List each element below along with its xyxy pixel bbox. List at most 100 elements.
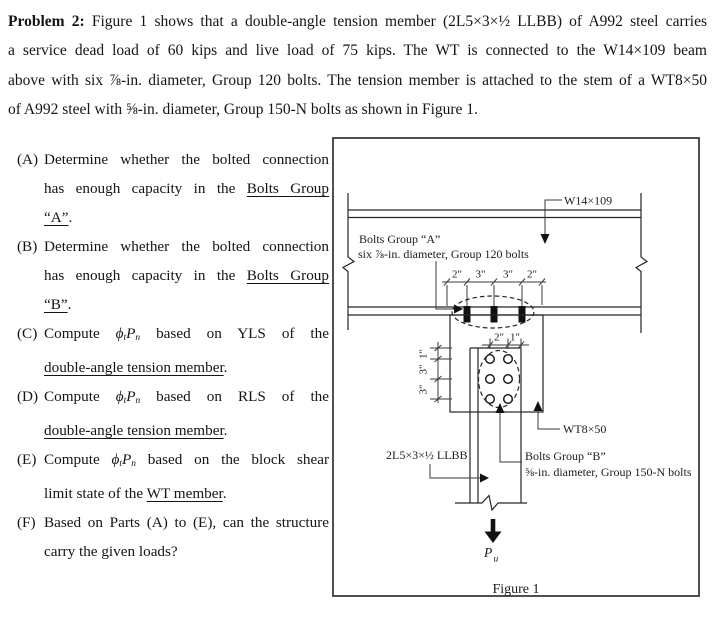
wt-leader-arrow [533, 401, 543, 411]
text-segment: . [222, 485, 227, 503]
text-segment: above with six ⅞-in. diameter, Group 120… [8, 71, 707, 89]
bolt-groupB [484, 373, 495, 384]
text-segment: Determine whether the bolted connection [44, 238, 329, 255]
dim-label: 3" [418, 385, 430, 395]
text-segment: t [119, 459, 122, 470]
bolts-groupB [477, 349, 521, 409]
question-item-a: (A) Determine whether the bolted connect… [7, 145, 329, 232]
bolt-groupB [502, 353, 513, 364]
question-item-f: (F) Based on Parts (A) to (E), can the s… [7, 508, 329, 566]
text-segment: carry the given loads? [44, 543, 178, 561]
dim-tick [490, 278, 498, 286]
text-segment: Compute [44, 451, 112, 469]
text-line: carry the given loads? [44, 537, 329, 566]
groupB-leader-arrow [495, 403, 505, 413]
groupA-leader-line [435, 261, 455, 310]
text-line: has enough capacity in the Bolts Group [44, 261, 329, 290]
beam-callout: W14×109 [540, 194, 612, 244]
bolt-groupB [502, 373, 513, 384]
text-segment: “B” [44, 296, 68, 313]
groupA-title: Bolts Group “A” [359, 232, 440, 246]
groupA-desc: six ⅞-in. diameter, Group 120 bolts [358, 247, 529, 261]
text-line: Compute ϕtPn based on RLS of the [44, 382, 329, 416]
beam-label: W14×109 [564, 194, 612, 208]
bolt-groupA [463, 306, 471, 323]
dim-tick [518, 278, 526, 286]
bolt-groupB [502, 394, 513, 405]
item-marker-b: (B) [17, 238, 38, 255]
question-item-b: (B) Determine whether the bolted connect… [7, 232, 329, 319]
text-segment: P [126, 325, 136, 342]
bolts-groupB-callout: Bolts Group “B” ⅝-in. diameter, Group 15… [495, 403, 692, 479]
text-segment: Compute [44, 388, 116, 406]
beam-right-cut-line [634, 193, 649, 333]
bolt-groupA [490, 306, 498, 323]
figure-border [332, 137, 700, 597]
groupA-highlight-ellipse [451, 295, 535, 329]
dim-tick [443, 278, 451, 286]
load-arrow-shaft [490, 519, 496, 532]
dim-label: 2" [494, 332, 504, 344]
text-line: Compute ϕtPn based on YLS of the [44, 319, 329, 353]
dim-label: 3" [418, 365, 430, 375]
figure-1: W14×109 Bolts Group “A” six ⅞-in. diamet… [332, 137, 700, 597]
text-segment: Bolts Group [246, 267, 329, 284]
groupB-title: Bolts Group “B” [525, 449, 606, 463]
item-text-c: Compute ϕtPn based on YLS of the double-a… [44, 319, 329, 382]
item-text-b: Determine whether the bolted connection h… [44, 232, 329, 319]
dim-tick [463, 278, 471, 286]
text-segment: double-angle tension member [44, 359, 224, 377]
text-line: has enough capacity in the Bolts Group [44, 174, 329, 203]
dim-tick [538, 278, 546, 286]
text-segment: based on YLS of the [140, 325, 329, 342]
text-line: Determine whether the bolted connection [44, 145, 329, 174]
text-segment: t [123, 333, 127, 344]
text-segment: based on RLS of the [140, 388, 329, 406]
dim-label: 2" [527, 269, 537, 281]
text-line: Problem 2: Figure 1 shows that a double-… [8, 7, 707, 36]
text-segment: t [123, 396, 127, 407]
text-line: Determine whether the bolted connection [44, 232, 329, 261]
dim-label: 1" [418, 349, 430, 359]
text-segment: Based on Parts (A) to (E), can the struc… [44, 514, 329, 532]
text-line: limit state of the WT member. [44, 479, 329, 508]
text-segment: has enough capacity in the [44, 180, 247, 197]
text-line: Compute ϕtPn based on the block shear [44, 445, 329, 479]
question-list: (A) Determine whether the bolted connect… [7, 145, 329, 566]
text-segment: a service dead load of 60 kips and live … [8, 42, 707, 60]
text-segment: has enough capacity in the [44, 267, 247, 284]
angle-leader-line [429, 464, 481, 479]
member-break-line [455, 494, 527, 512]
item-text-f: Based on Parts (A) to (E), can the struc… [44, 508, 329, 566]
angle-member-callout: 2L5×3×½ LLBB [386, 448, 489, 483]
text-line: above with six ⅞-in. diameter, Group 120… [8, 66, 707, 95]
text-segment: n [135, 396, 141, 407]
beam-left-cut-line [341, 193, 356, 330]
question-item-e: (E) Compute ϕtPn based on the block shea… [7, 445, 329, 508]
text-segment: . [223, 422, 228, 440]
groupB-desc: ⅝-in. diameter, Group 150-N bolts [525, 465, 692, 479]
problem-statement: Problem 2: Figure 1 shows that a double-… [8, 7, 707, 125]
text-segment: “A” [44, 209, 69, 226]
text-line: Based on Parts (A) to (E), can the struc… [44, 508, 329, 537]
load-arrow-head [484, 531, 502, 543]
beam-leader-line [544, 199, 562, 236]
wt-callout: WT8×50 [533, 401, 606, 436]
text-segment: n [131, 459, 136, 470]
text-segment: WT member [146, 485, 223, 503]
dim-label: 2" [452, 269, 462, 281]
text-segment: . [68, 209, 73, 226]
text-line: of A992 steel with ⅝-in. diameter, Group… [8, 95, 707, 124]
figure-1-drawing: W14×109 Bolts Group “A” six ⅞-in. diamet… [332, 137, 700, 597]
dim-label: 3" [476, 269, 486, 281]
bolts-groupA [451, 295, 535, 329]
item-marker-d: (D) [17, 388, 39, 406]
text-line: a service dead load of 60 kips and live … [8, 36, 707, 65]
dim-label: 1" [510, 332, 520, 344]
text-segment: ϕ [115, 325, 124, 342]
wt-leader-line [537, 409, 560, 430]
bolt-groupB [484, 353, 495, 364]
